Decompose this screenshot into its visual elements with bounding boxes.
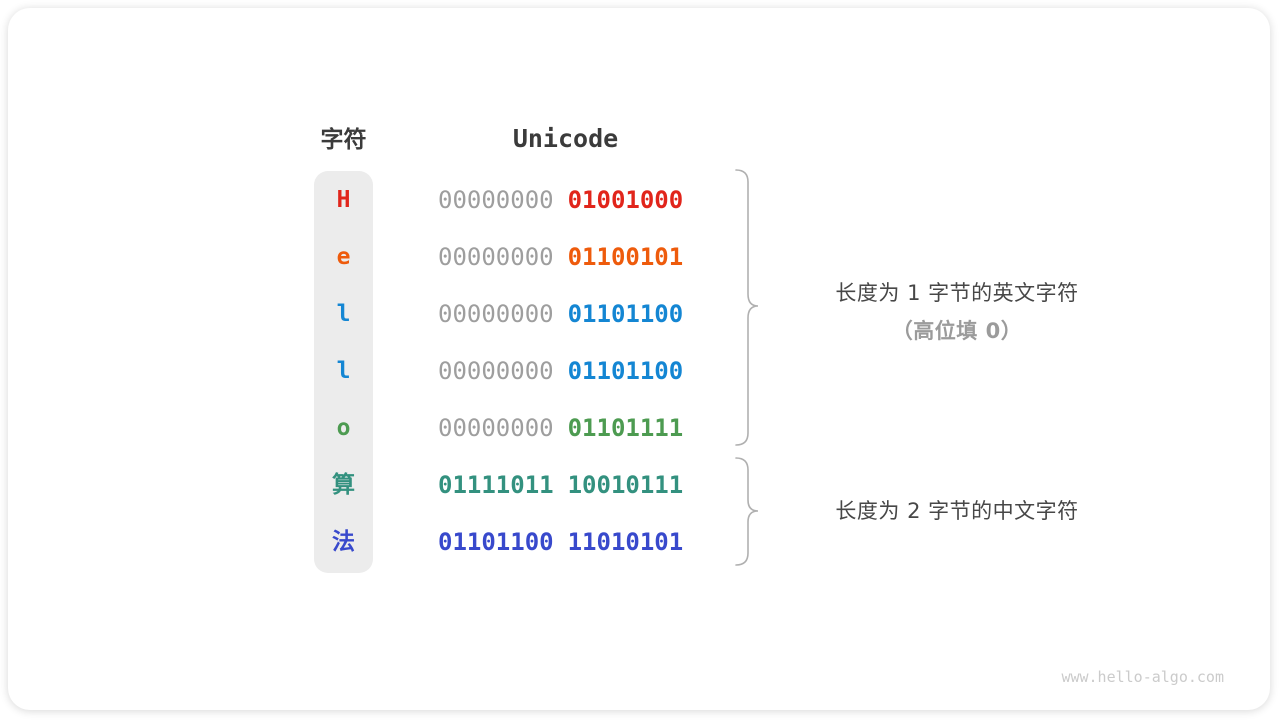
diagram-card: 字符 Unicode H 00000000 01001000 e 00000000… xyxy=(8,8,1270,710)
column-header-char: 字符 xyxy=(320,127,367,153)
unicode-byte-low: 01101100 xyxy=(567,357,684,385)
unicode-byte-low: 10010111 xyxy=(567,471,684,499)
encoding-row: 算 01111011 10010111 xyxy=(8,469,1270,501)
encoding-row: H 00000000 01001000 xyxy=(8,184,1270,216)
unicode-byte-low: 11010101 xyxy=(567,528,684,556)
encoding-row: l 00000000 01101100 xyxy=(8,298,1270,330)
unicode-byte-high: 00000000 xyxy=(438,186,554,214)
character-cell: e xyxy=(336,244,351,270)
encoding-row: 法 01101100 11010101 xyxy=(8,526,1270,558)
unicode-bytes: 01111011 10010111 xyxy=(438,469,683,501)
unicode-bytes: 00000000 01001000 xyxy=(438,184,683,216)
character-cell: l xyxy=(336,301,351,327)
brace-two-byte-group xyxy=(735,457,759,566)
unicode-byte-low: 01001000 xyxy=(567,186,684,214)
character-cell: l xyxy=(336,358,351,384)
encoding-row: l 00000000 01101100 xyxy=(8,355,1270,387)
encoding-row: o 00000000 01101111 xyxy=(8,412,1270,444)
unicode-bytes: 00000000 01100101 xyxy=(438,241,683,273)
unicode-byte-high: 01111011 xyxy=(438,471,554,499)
character-cell: 法 xyxy=(332,529,355,555)
encoding-row: e 00000000 01100101 xyxy=(8,241,1270,273)
character-column-background xyxy=(314,171,373,573)
brace-one-byte-group xyxy=(735,169,759,446)
unicode-bytes: 01101100 11010101 xyxy=(438,526,683,558)
unicode-byte-high: 00000000 xyxy=(438,243,554,271)
annotation-two-byte-line1: 长度为 2 字节的中文字符 xyxy=(835,499,1079,523)
grouping-braces xyxy=(735,169,759,566)
unicode-byte-low: 01100101 xyxy=(567,243,684,271)
unicode-byte-high: 00000000 xyxy=(438,300,554,328)
unicode-byte-high: 00000000 xyxy=(438,414,554,442)
unicode-bytes: 00000000 01101100 xyxy=(438,298,683,330)
annotation-one-byte-line2: （高位填 0） xyxy=(891,319,1023,343)
unicode-byte-high: 01101100 xyxy=(438,528,554,556)
unicode-bytes: 00000000 01101100 xyxy=(438,355,683,387)
character-cell: o xyxy=(336,415,351,441)
unicode-byte-low: 01101100 xyxy=(567,300,684,328)
unicode-bytes: 00000000 01101111 xyxy=(438,412,683,444)
character-cell: 算 xyxy=(332,472,355,498)
watermark: www.hello-algo.com xyxy=(1061,668,1224,686)
annotation-one-byte-line1: 长度为 1 字节的英文字符 xyxy=(835,281,1079,305)
unicode-byte-high: 00000000 xyxy=(438,357,554,385)
column-header-unicode: Unicode xyxy=(512,124,619,153)
character-cell: H xyxy=(336,187,351,213)
unicode-byte-low: 01101111 xyxy=(567,414,684,442)
